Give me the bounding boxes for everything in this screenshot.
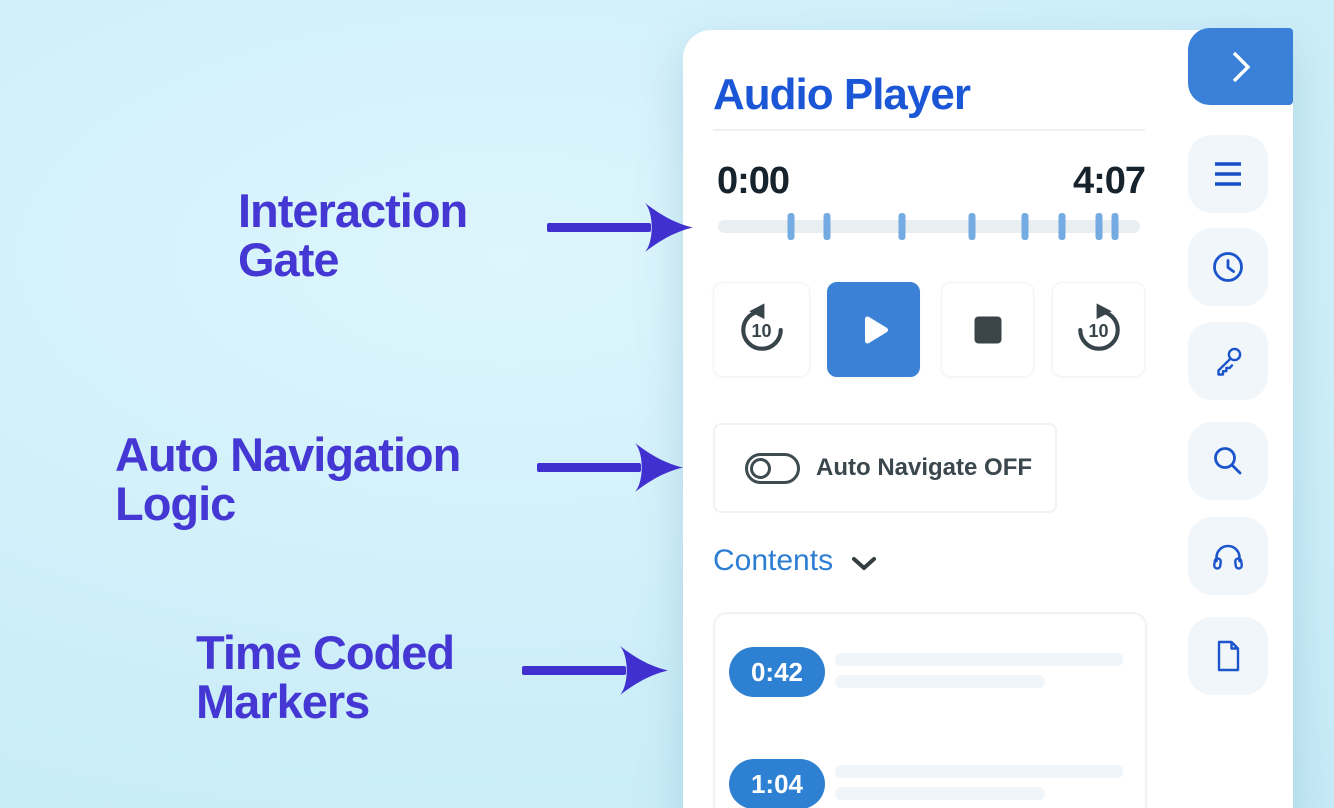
- marker-row: 1:04: [729, 759, 1131, 808]
- timeline-marker-tick[interactable]: [1021, 213, 1029, 240]
- sidebar-button-search[interactable]: [1188, 422, 1268, 500]
- timeline-marker-tick[interactable]: [898, 213, 906, 240]
- annotation-arrow-interaction-gate: [547, 203, 693, 252]
- timeline-marker-tick[interactable]: [787, 213, 795, 240]
- timeline-track[interactable]: [718, 213, 1140, 240]
- stop-icon: [973, 315, 1003, 345]
- marker-placeholder-lines: [825, 759, 1131, 800]
- timeline-marker-tick[interactable]: [1058, 213, 1066, 240]
- sidebar-button-document[interactable]: [1188, 617, 1268, 695]
- rewind-10-button[interactable]: 10: [713, 282, 810, 377]
- placeholder-line: [835, 675, 1045, 688]
- sidebar-button-menu[interactable]: [1188, 135, 1268, 213]
- sidebar-button-clock[interactable]: [1188, 228, 1268, 306]
- marker-placeholder-lines: [825, 647, 1131, 688]
- clock-icon: [1209, 248, 1247, 286]
- panel-expand-button[interactable]: [1188, 28, 1293, 105]
- annotation-time-coded-markers: Time Coded Markers: [196, 626, 455, 729]
- menu-icon: [1208, 158, 1248, 190]
- marker-row: 0:42: [729, 647, 1131, 697]
- rewind-10-icon: 10: [733, 301, 791, 359]
- annotation-interaction-gate: Interaction Gate: [238, 184, 468, 287]
- elapsed-time-label: 0:00: [717, 160, 790, 202]
- timeline-marker-tick[interactable]: [968, 213, 976, 240]
- auto-navigate-label: Auto Navigate OFF: [816, 454, 1033, 481]
- marker-time-pill[interactable]: 1:04: [729, 759, 825, 808]
- contents-dropdown[interactable]: Contents: [713, 544, 877, 578]
- play-button[interactable]: [827, 282, 920, 377]
- duration-label: 4:07: [1072, 160, 1146, 202]
- auto-navigate-toggle[interactable]: [745, 452, 800, 484]
- stop-button[interactable]: [941, 282, 1034, 377]
- placeholder-line: [835, 653, 1123, 666]
- auto-navigate-card: Auto Navigate OFF: [713, 423, 1057, 513]
- forward-10-button[interactable]: 10: [1052, 282, 1145, 377]
- page-title: Audio Player: [713, 70, 971, 119]
- play-icon: [850, 306, 898, 354]
- title-divider: [713, 129, 1145, 131]
- timeline-marker-tick[interactable]: [823, 213, 831, 240]
- marker-time-pill[interactable]: 0:42: [729, 647, 825, 697]
- placeholder-line: [835, 765, 1123, 778]
- placeholder-line: [835, 787, 1045, 800]
- annotation-arrow-time-coded-markers: [522, 646, 668, 695]
- chevron-right-icon: [1222, 45, 1260, 89]
- chevron-down-icon: [851, 556, 877, 572]
- contents-label: Contents: [713, 544, 834, 577]
- annotation-auto-navigation-logic: Auto Navigation Logic: [115, 428, 461, 531]
- markers-card: 0:42 1:04: [713, 612, 1147, 808]
- forward-10-icon: 10: [1070, 301, 1128, 359]
- sidebar-button-headphones[interactable]: [1188, 517, 1268, 595]
- sidebar-button-key[interactable]: [1188, 322, 1268, 400]
- annotation-arrow-auto-navigation: [537, 443, 683, 492]
- toggle-knob: [750, 457, 771, 479]
- headphones-icon: [1208, 537, 1248, 575]
- search-icon: [1209, 442, 1247, 480]
- timeline-marker-tick[interactable]: [1111, 213, 1119, 240]
- document-icon: [1210, 637, 1246, 675]
- key-icon: [1209, 342, 1247, 380]
- timeline-marker-tick[interactable]: [1095, 213, 1103, 240]
